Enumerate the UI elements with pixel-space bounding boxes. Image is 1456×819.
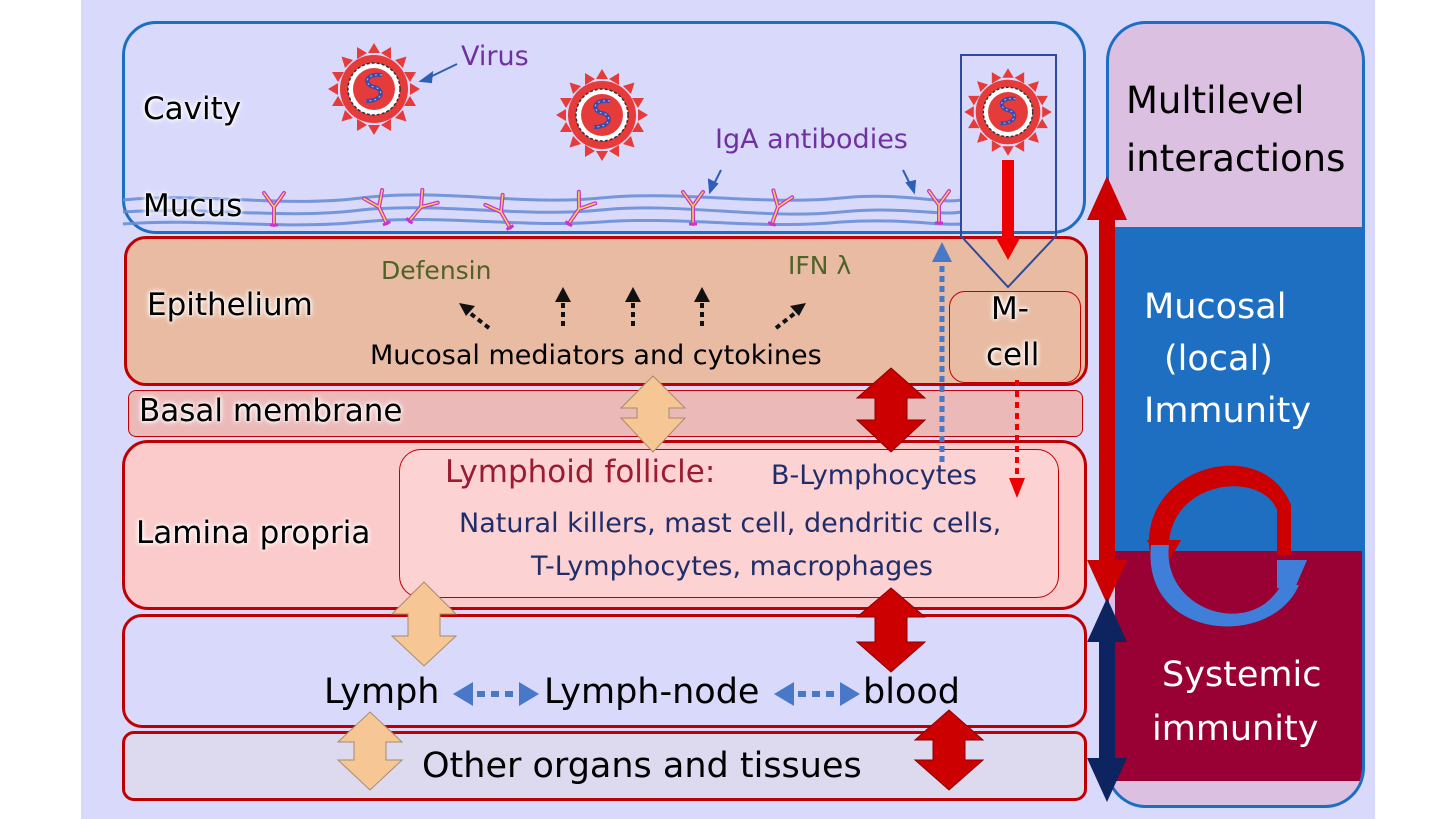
diagram-canvas: Cavity Mucus Epithelium Basal membrane L… [81, 0, 1375, 819]
lymphoid-follicle-box [399, 449, 1059, 598]
ifn-label: IFN λ [788, 251, 852, 280]
diagram-graphics [122, 41, 1307, 802]
m-cell-funnel-outline [960, 54, 1057, 289]
m-cell-label-line2: cell [986, 337, 1040, 373]
virus-particle-2 [554, 67, 650, 163]
systemic-immunity-panel [1115, 551, 1362, 781]
mucosal-immunity-panel [1115, 227, 1362, 551]
virus-particle-1 [326, 41, 422, 137]
lymphoid-follicle-title: Lymphoid follicle: [445, 454, 716, 490]
basal-membrane-label: Basal membrane [139, 393, 403, 429]
immunity-cycle-arrows [1147, 465, 1307, 627]
other-organs-label: Other organs and tissues [422, 746, 862, 786]
virus-particle-3 [962, 66, 1054, 158]
b-lymphocytes-label: B-Lymphocytes [771, 460, 977, 491]
mucosal-immunity-line1: Mucosal [1144, 287, 1287, 327]
immune-cells-line2: T-Lymphocytes, macrophages [531, 551, 933, 582]
blood-label: blood [863, 672, 960, 712]
epithelium-layer [124, 236, 1088, 386]
systemic-vertical-arrow [1087, 598, 1127, 802]
lamina-propria-label: Lamina propria [136, 515, 371, 551]
mucosal-immunity-line3: Immunity [1144, 391, 1312, 431]
m-cell-box [949, 291, 1081, 383]
immune-cells-line1: Natural killers, mast cell, dendritic ce… [459, 508, 1002, 539]
mucosal-vertical-arrow [1087, 176, 1127, 604]
iga-antibodies-label: IgA antibodies [715, 124, 908, 155]
multilevel-label-line1: Multilevel [1126, 79, 1305, 122]
multilevel-label-line2: interactions [1126, 137, 1346, 180]
defensin-label: Defensin [381, 256, 492, 285]
circulation-layer [122, 614, 1087, 728]
systemic-immunity-line2: immunity [1152, 709, 1319, 749]
lymph-node-label: Lymph-node [544, 672, 760, 712]
cavity-label: Cavity [143, 91, 242, 127]
mucus-strands [122, 193, 962, 227]
virus-label: Virus [461, 41, 529, 72]
epithelium-label: Epithelium [147, 287, 313, 323]
lymph-label: Lymph [324, 672, 440, 712]
systemic-immunity-line1: Systemic [1162, 655, 1322, 695]
m-cell-label-line1: M- [991, 291, 1029, 327]
mucosal-immunity-line2: (local) [1164, 339, 1273, 379]
mucus-label: Mucus [143, 188, 243, 224]
mediators-label: Mucosal mediators and cytokines [370, 340, 822, 371]
